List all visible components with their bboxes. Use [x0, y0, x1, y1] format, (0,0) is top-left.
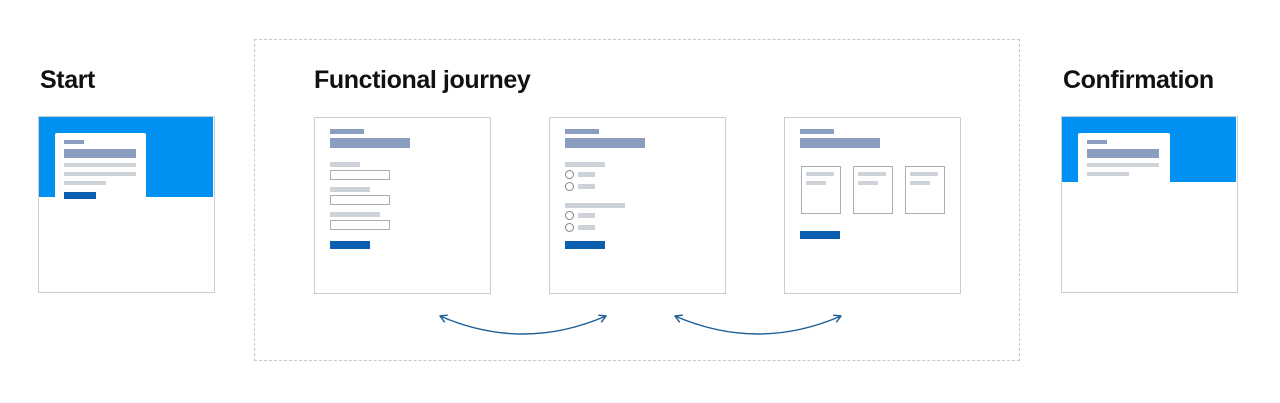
start-button — [64, 192, 96, 199]
radio-continue-button — [565, 241, 605, 249]
confirmation-caption-line — [1087, 140, 1107, 144]
radio-option-line — [578, 172, 595, 177]
cards-title-line — [800, 138, 880, 148]
double-headed-arrow-icon — [439, 314, 607, 335]
radio-circle-icon — [565, 223, 574, 232]
confirmation-text-line — [1087, 172, 1129, 176]
double-headed-arrow-icon — [674, 314, 842, 335]
card-text-line — [858, 172, 886, 176]
form-caption-line — [330, 129, 364, 134]
start-text-line — [64, 163, 136, 167]
radio-option-line — [578, 213, 595, 218]
radio-question-line — [565, 162, 605, 167]
input-label-line — [330, 162, 360, 167]
radio-question-line — [565, 203, 625, 208]
confirmation-card — [1078, 133, 1170, 203]
text-input-box — [330, 195, 390, 205]
start-text-line — [64, 172, 136, 176]
start-card — [55, 133, 146, 203]
cards-continue-button — [800, 231, 840, 239]
functional-journey-heading: Functional journey — [314, 66, 531, 94]
functional-journey-container — [254, 39, 1020, 361]
cards-caption-line — [800, 129, 834, 134]
choice-card — [801, 166, 841, 214]
card-text-line — [910, 172, 938, 176]
start-heading: Start — [40, 66, 95, 94]
card-text-line — [858, 181, 878, 185]
card-text-line — [806, 181, 826, 185]
confirmation-title-line — [1087, 149, 1159, 158]
start-text-line — [64, 181, 106, 185]
confirmation-text-line — [1087, 163, 1159, 167]
choice-card — [853, 166, 893, 214]
radio-option-line — [578, 225, 595, 230]
start-caption-line — [64, 140, 84, 144]
start-page-thumbnail — [38, 116, 215, 293]
card-text-line — [910, 181, 930, 185]
text-input-box — [330, 170, 390, 180]
confirmation-heading: Confirmation — [1063, 66, 1214, 94]
cards-page-thumbnail — [784, 117, 961, 294]
form-title-line — [330, 138, 410, 148]
radio-circle-icon — [565, 170, 574, 179]
input-label-line — [330, 187, 370, 192]
radio-circle-icon — [565, 211, 574, 220]
radio-title-line — [565, 138, 645, 148]
radio-option-line — [578, 184, 595, 189]
form-page-thumbnail — [314, 117, 491, 294]
radio-circle-icon — [565, 182, 574, 191]
choice-card — [905, 166, 945, 214]
start-title-line — [64, 149, 136, 158]
radio-caption-line — [565, 129, 599, 134]
radio-page-thumbnail — [549, 117, 726, 294]
text-input-box — [330, 220, 390, 230]
card-text-line — [806, 172, 834, 176]
form-continue-button — [330, 241, 370, 249]
input-label-line — [330, 212, 380, 217]
confirmation-page-thumbnail — [1061, 116, 1238, 293]
